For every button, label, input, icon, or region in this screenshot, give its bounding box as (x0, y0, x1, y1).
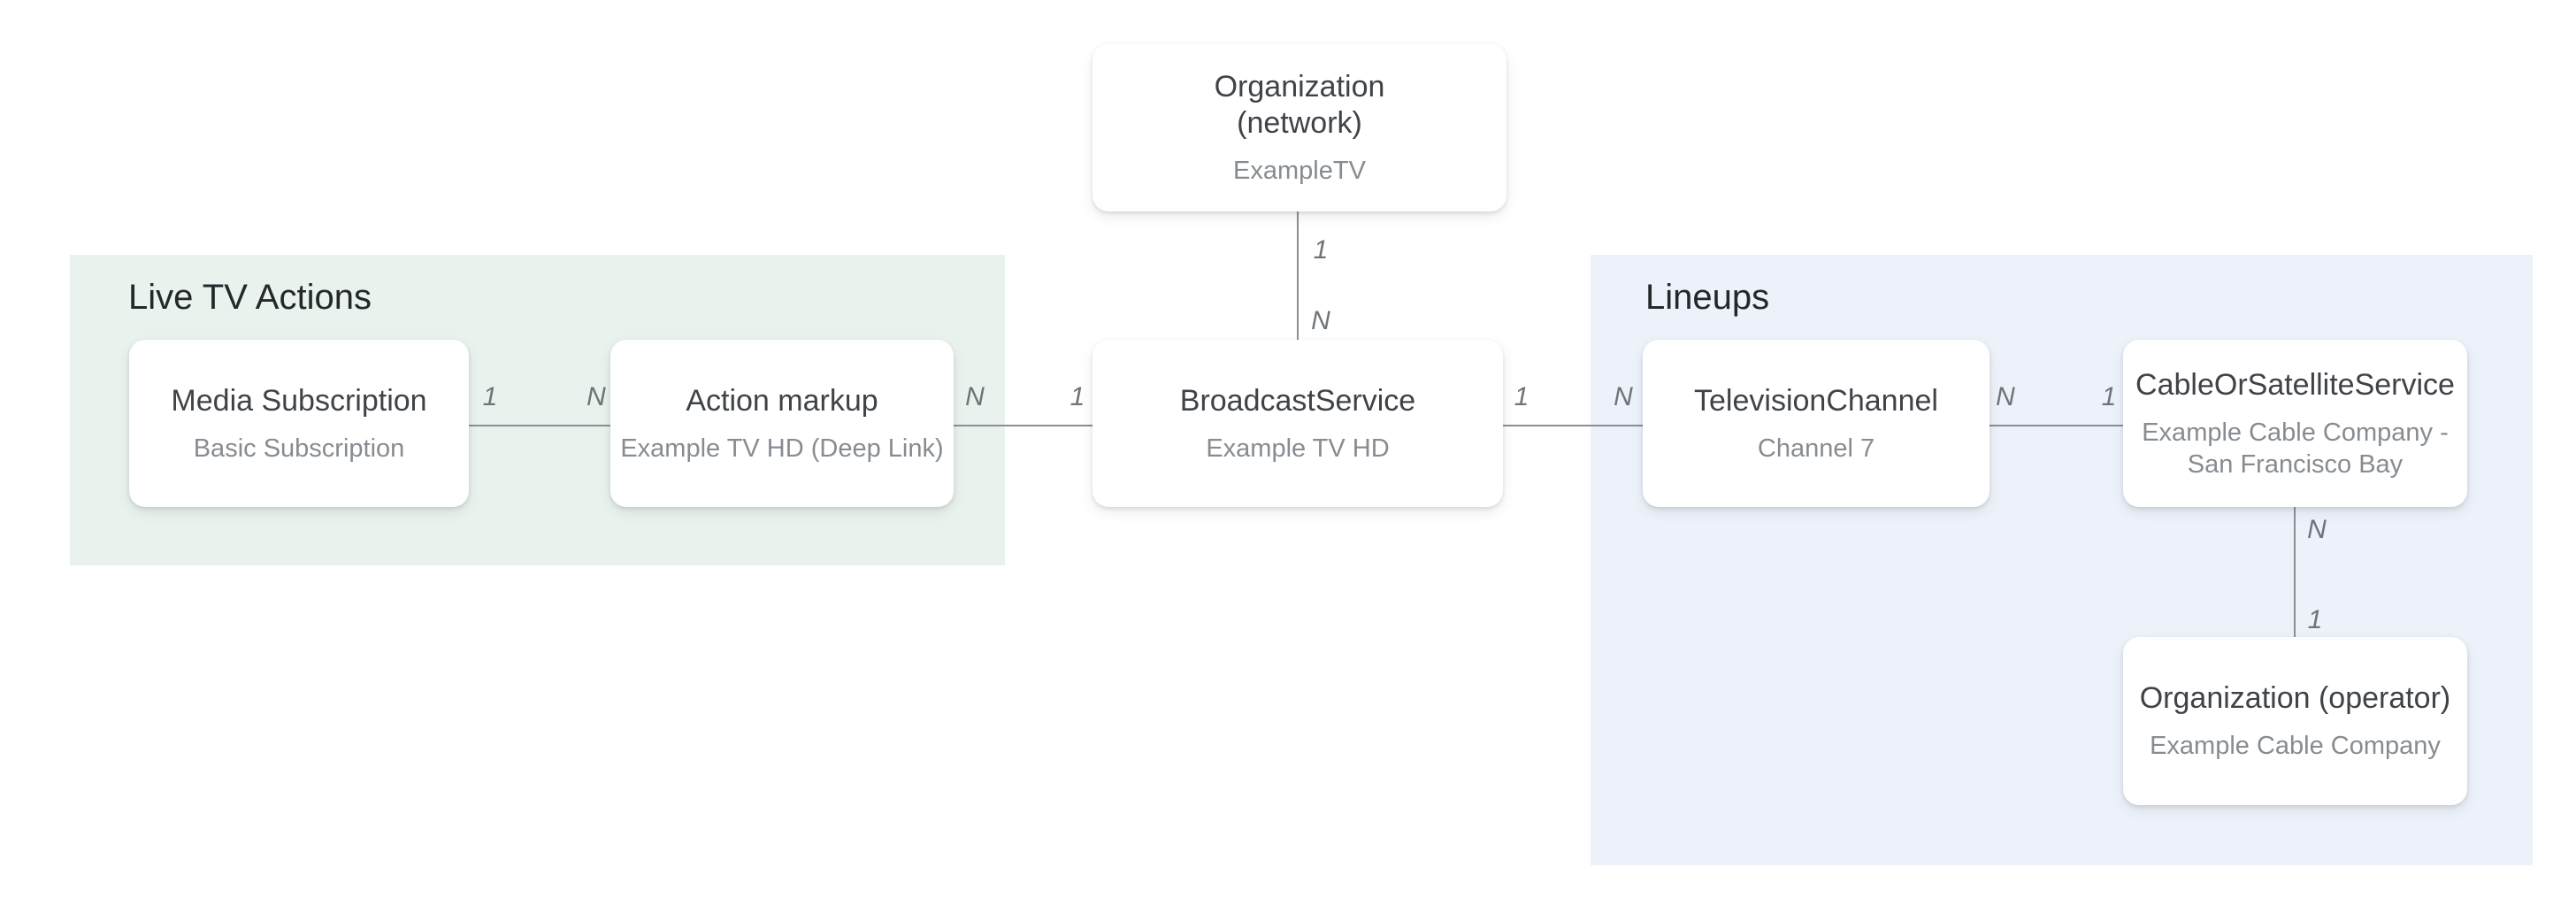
cardinality-broadcast-to-channel-start: 1 (1514, 382, 1530, 411)
node-subtitle: Channel 7 (1757, 434, 1875, 463)
cardinality-network-to-broadcast-start: 1 (1313, 235, 1329, 265)
node-title: Organization (1214, 70, 1385, 104)
node-subtitle: Basic Subscription (193, 434, 405, 463)
node-title: Media Subscription (171, 383, 427, 418)
node-subtitle: Example Cable Company (2150, 732, 2441, 760)
cardinality-cable-to-operator-start: N (2307, 515, 2327, 544)
node-subtitle-line2: San Francisco Bay (2187, 449, 2404, 479)
node-television-channel: TelevisionChannel Channel 7 (1643, 340, 1990, 507)
node-broadcast-service: BroadcastService Example TV HD (1092, 340, 1503, 507)
node-cable-or-satellite-service: CableOrSatelliteService Example Cable Co… (2123, 340, 2467, 507)
cardinality-cable-to-operator-end: 1 (2307, 605, 2323, 634)
node-organization-operator: Organization (operator) Example Cable Co… (2123, 637, 2467, 805)
node-title: TelevisionChannel (1694, 383, 1938, 418)
cardinality-media-to-action-start: 1 (482, 382, 498, 411)
cardinality-media-to-action-end: N (586, 382, 606, 411)
cardinality-network-to-broadcast-end: N (1311, 306, 1330, 335)
node-title: CableOrSatelliteService (2135, 367, 2455, 402)
node-organization-network: Organization (network) ExampleTV (1092, 44, 1506, 211)
node-media-subscription: Media Subscription Basic Subscription (129, 340, 469, 507)
connector-network-to-broadcast (1297, 211, 1299, 340)
connector-channel-to-cable (1990, 425, 2123, 426)
cardinality-broadcast-to-channel-end: N (1614, 382, 1633, 411)
connector-action-to-broadcast (954, 425, 1092, 426)
cardinality-channel-to-cable-start: N (1996, 382, 2015, 411)
cardinality-action-to-broadcast-end: 1 (1070, 382, 1085, 411)
lineups-label: Lineups (1645, 278, 1770, 317)
cardinality-channel-to-cable-end: 1 (2101, 382, 2117, 411)
node-title: Action markup (686, 383, 878, 418)
node-title: BroadcastService (1179, 383, 1416, 418)
node-subtitle: ExampleTV (1233, 157, 1366, 185)
connector-cable-to-operator (2294, 507, 2296, 637)
node-action-markup: Action markup Example TV HD (Deep Link) (610, 340, 954, 507)
node-subtitle: Example Cable Company - (2142, 418, 2449, 447)
connector-media-to-action (469, 425, 610, 426)
live-tv-actions-label: Live TV Actions (128, 278, 372, 317)
connector-broadcast-to-channel (1503, 425, 1643, 426)
node-title: Organization (operator) (2139, 681, 2451, 715)
node-title-line2: (network) (1237, 106, 1362, 140)
cardinality-action-to-broadcast-start: N (965, 382, 985, 411)
node-subtitle: Example TV HD (1206, 434, 1390, 463)
node-subtitle: Example TV HD (Deep Link) (620, 434, 944, 463)
